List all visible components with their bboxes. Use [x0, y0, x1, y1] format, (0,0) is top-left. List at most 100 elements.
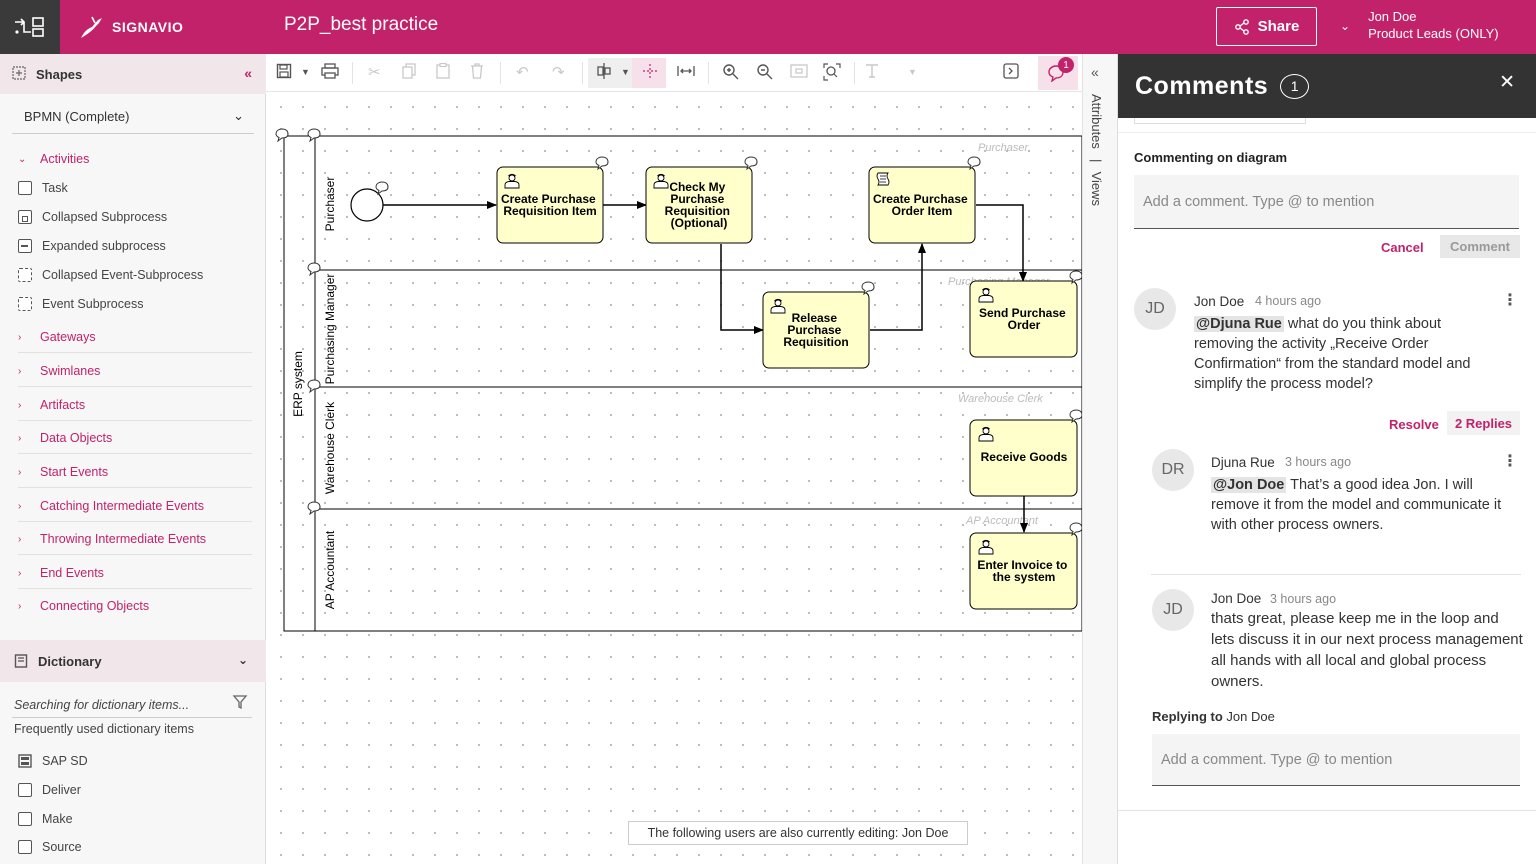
- print-icon[interactable]: [321, 63, 339, 83]
- format-menu-caret-icon[interactable]: ▼: [908, 67, 917, 77]
- mention-tag[interactable]: @Djuna Rue: [1194, 316, 1284, 332]
- chevron-down-icon: ⌄: [18, 153, 27, 165]
- align-menu-caret-icon[interactable]: ▼: [621, 67, 630, 77]
- category-artifacts[interactable]: ›Artifacts: [18, 398, 252, 421]
- new-comment-input[interactable]: Add a comment. Type @ to mention: [1134, 175, 1519, 229]
- close-icon[interactable]: ✕: [1499, 72, 1515, 93]
- dictionary-search-input[interactable]: Searching for dictionary items...: [12, 692, 252, 718]
- shape-collapsed-event-subprocess[interactable]: Collapsed Event-Subprocess: [18, 268, 203, 282]
- comment-marker-icon[interactable]: [307, 501, 321, 515]
- top-bar: SIGNAVIO P2P_best practice Share ⌄ Jon D…: [0, 0, 1536, 54]
- reply-placeholder: Add a comment. Type @ to mention: [1161, 751, 1393, 768]
- zoom-in-icon[interactable]: [722, 63, 740, 85]
- signavio-logo[interactable]: SIGNAVIO: [78, 12, 183, 42]
- category-connecting-objects[interactable]: ›Connecting Objects: [18, 599, 252, 613]
- collapse-panel-icon[interactable]: «: [1091, 64, 1099, 80]
- lane-label-warehouse-clerk[interactable]: Warehouse Clerk: [323, 401, 337, 494]
- zoom-selection-icon[interactable]: [823, 63, 841, 85]
- more-options-icon[interactable]: ⋮: [1502, 453, 1518, 470]
- pool-label[interactable]: ERP system: [291, 351, 305, 417]
- task-send-purchase-order[interactable]: Send Purchase Order: [969, 270, 1082, 358]
- lane-label-ap-accountant[interactable]: AP Accountant: [323, 530, 337, 609]
- chevron-right-icon: ›: [18, 533, 22, 545]
- distribute-icon[interactable]: [677, 63, 695, 83]
- share-button[interactable]: Share: [1216, 7, 1317, 46]
- dictionary-item[interactable]: Source: [18, 840, 82, 854]
- comment-marker-icon[interactable]: [307, 379, 321, 393]
- lane-label-purchaser[interactable]: Purchaser: [323, 177, 337, 232]
- collapse-panel-icon[interactable]: «: [244, 65, 252, 81]
- category-label: Throwing Intermediate Events: [40, 532, 207, 546]
- more-options-icon[interactable]: ⋮: [1502, 292, 1518, 309]
- paste-icon[interactable]: [436, 62, 450, 83]
- replying-to-label: Replying to Jon Doe: [1152, 709, 1275, 724]
- mention-tag[interactable]: @Jon Doe: [1211, 477, 1287, 493]
- category-end-events[interactable]: ›End Events: [18, 566, 252, 589]
- reply-input[interactable]: Add a comment. Type @ to mention: [1152, 734, 1520, 786]
- filter-icon[interactable]: [232, 694, 248, 713]
- comment-text: thats great, please keep me in the loop …: [1211, 610, 1523, 690]
- tab-attributes[interactable]: Attributes: [1089, 94, 1104, 149]
- shape-task[interactable]: Task: [18, 181, 68, 195]
- share-label: Share: [1257, 18, 1300, 35]
- comment-marker-icon[interactable]: [375, 181, 389, 195]
- category-label: Swimlanes: [40, 364, 101, 378]
- category-start-events[interactable]: ›Start Events: [18, 465, 252, 488]
- zoom-fit-icon[interactable]: [790, 63, 808, 83]
- task-create-purchase-requisition-item[interactable]: Create Purchase Requisition Item: [496, 156, 609, 244]
- snap-to-grid-icon[interactable]: [642, 63, 658, 83]
- shape-label: Event Subprocess: [42, 297, 144, 311]
- tab-views[interactable]: Views: [1089, 171, 1104, 207]
- diagram-canvas[interactable]: ERP system Purchaser Purchasing Manager …: [266, 92, 1082, 864]
- dictionary-item[interactable]: Deliver: [18, 783, 81, 797]
- stencil-select[interactable]: BPMN (Complete) ⌄: [12, 100, 254, 134]
- dictionary-icon: [14, 654, 28, 668]
- comment-marker-icon[interactable]: [275, 128, 289, 142]
- diagram-title[interactable]: P2P_best practice: [284, 14, 439, 35]
- copy-icon[interactable]: [402, 63, 416, 83]
- zoom-out-icon[interactable]: [756, 63, 774, 85]
- shapes-panel: Shapes « BPMN (Complete) ⌄ ⌄ Activities …: [0, 54, 266, 864]
- align-icon[interactable]: [595, 63, 613, 83]
- lane-label-purchasing-manager[interactable]: Purchasing Manager: [323, 274, 337, 385]
- format-icon[interactable]: [864, 63, 880, 83]
- save-menu-caret-icon[interactable]: ▼: [301, 67, 310, 77]
- category-swimlanes[interactable]: ›Swimlanes: [18, 364, 252, 387]
- shape-expanded-subprocess[interactable]: Expanded subprocess: [18, 239, 166, 253]
- undo-icon[interactable]: ↶: [516, 64, 529, 81]
- comment-marker-icon[interactable]: [307, 128, 321, 142]
- comment-marker-icon[interactable]: [307, 262, 321, 276]
- expand-panel-icon[interactable]: [1003, 63, 1019, 83]
- comment-count-badge: 1: [1058, 57, 1074, 73]
- category-throwing-intermediate-events[interactable]: › Throwing Intermediate Events: [18, 532, 252, 555]
- comment-text: what do you think about removing the act…: [1194, 316, 1471, 392]
- task-receive-goods[interactable]: Receive Goods: [969, 409, 1082, 497]
- replies-button[interactable]: 2 Replies: [1447, 411, 1520, 435]
- divider: [1118, 810, 1536, 811]
- shape-event-subprocess[interactable]: Event Subprocess: [18, 297, 143, 311]
- cut-icon[interactable]: ✂: [368, 64, 381, 81]
- category-gateways[interactable]: ›Gateways: [18, 330, 252, 353]
- task-check-my-purchase-requisition[interactable]: Check My Purchase Requisition (Optional): [645, 156, 758, 244]
- comment-time: 3 hours ago: [1285, 455, 1352, 469]
- user-menu[interactable]: ⌄ Jon Doe Product Leads (ONLY): [1340, 8, 1499, 42]
- comment-submit-button[interactable]: Comment: [1440, 235, 1520, 258]
- category-catching-intermediate-events[interactable]: ›Catching Intermediate Events: [18, 499, 252, 522]
- category-activities[interactable]: ⌄ Activities: [18, 152, 252, 166]
- dictionary-item[interactable]: Make: [18, 812, 73, 826]
- dictionary-item[interactable]: SAP SD: [18, 754, 88, 768]
- save-icon[interactable]: [276, 63, 292, 83]
- svg-text:Receive Goods: Receive Goods: [981, 450, 1068, 464]
- cancel-button[interactable]: Cancel: [1381, 240, 1424, 255]
- pool-border[interactable]: [283, 135, 1082, 632]
- resolve-button[interactable]: Resolve: [1389, 417, 1439, 432]
- shape-collapsed-subprocess[interactable]: Collapsed Subprocess: [18, 210, 167, 224]
- task-release-purchase-requisition[interactable]: Release Purchase Requisition: [762, 281, 875, 369]
- category-data-objects[interactable]: ›Data Objects: [18, 431, 252, 454]
- app-switcher-button[interactable]: [0, 0, 60, 54]
- redo-icon[interactable]: ↷: [552, 64, 565, 81]
- task-enter-invoice[interactable]: Enter Invoice to the system: [969, 522, 1082, 610]
- dictionary-header[interactable]: Dictionary ⌄: [0, 640, 266, 682]
- task-create-purchase-order-item[interactable]: Create Purchase Order Item: [868, 156, 981, 244]
- delete-icon[interactable]: [470, 63, 484, 83]
